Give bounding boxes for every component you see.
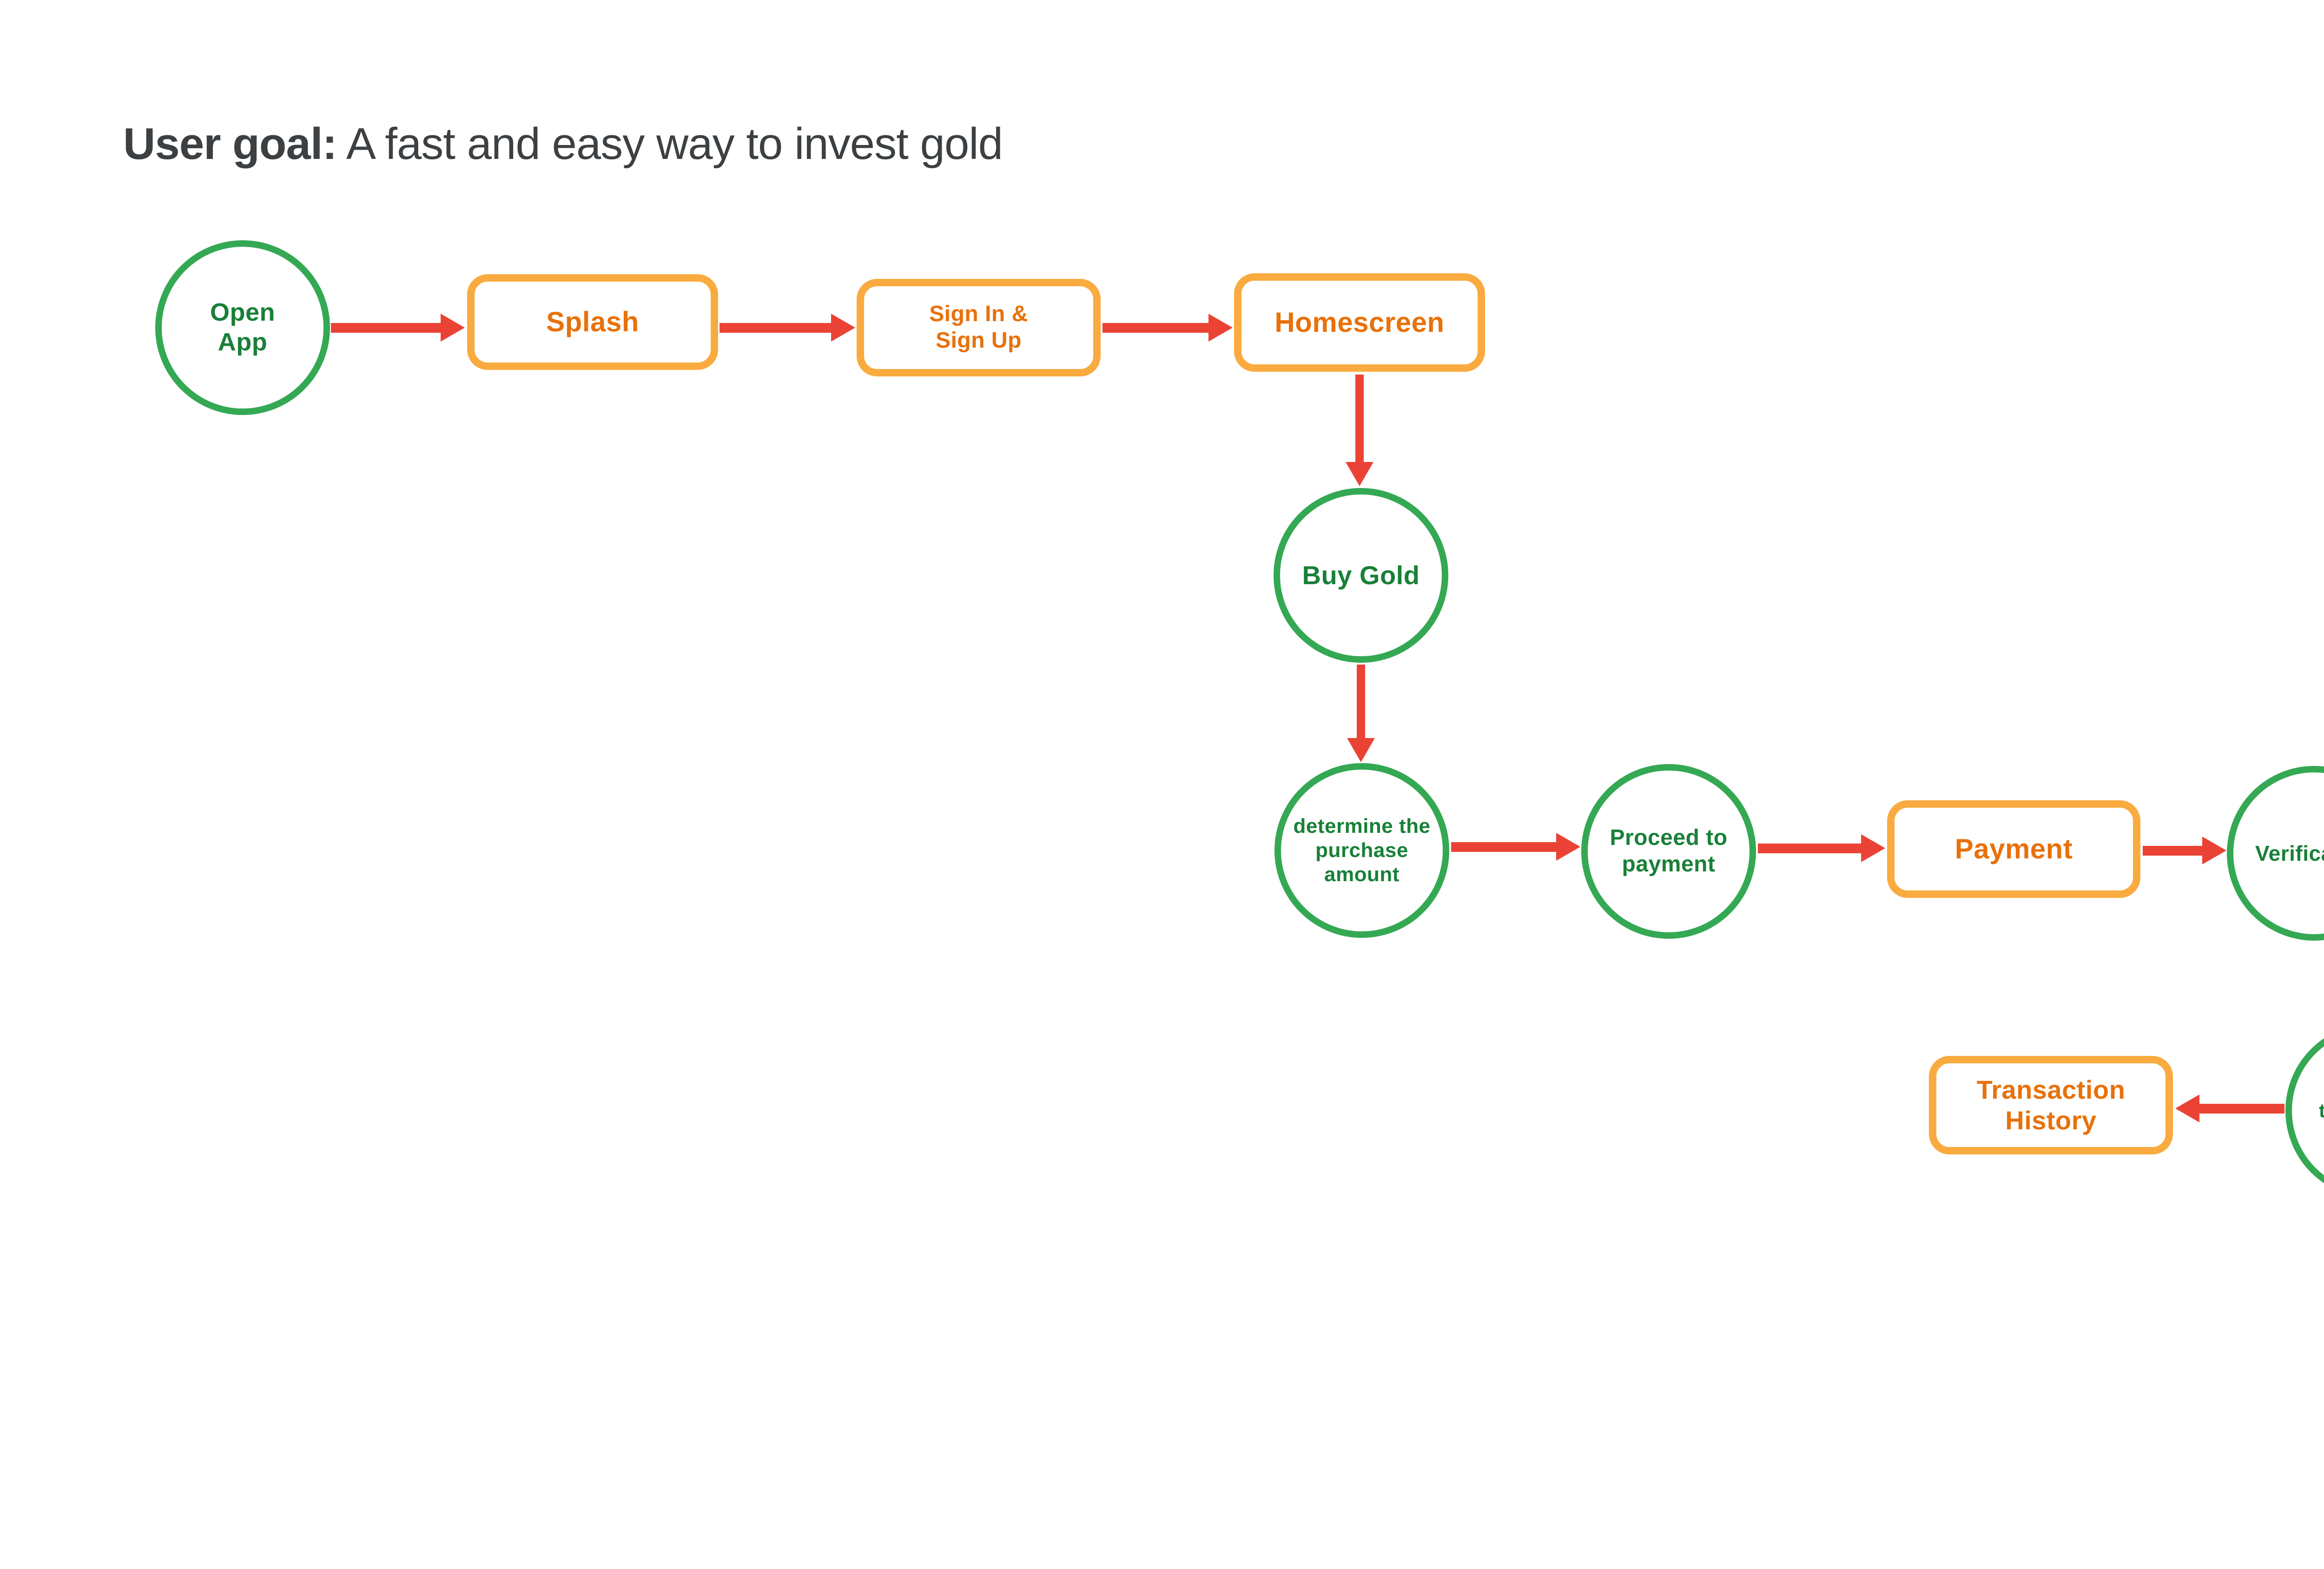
node-proceed-to-payment: Proceed to payment: [1581, 764, 1756, 939]
arrowhead-right-icon: [1208, 314, 1233, 342]
arrow-shaft: [1451, 842, 1560, 852]
arrowhead-right-icon: [831, 314, 855, 342]
node-determine-purchase-amount-label: determine the purchase amount: [1293, 815, 1431, 886]
node-payment-label: Payment: [1954, 833, 2073, 864]
arrow-shaft: [1103, 323, 1212, 333]
node-open-app: Open App: [155, 240, 330, 415]
arrow-shaft: [1357, 665, 1365, 742]
arrow-payment-to-verification: [2143, 837, 2226, 864]
node-see-transaction-history: See transaction history: [2285, 1023, 2324, 1198]
node-verification: Verification: [2227, 766, 2324, 941]
node-sign-in-sign-up: Sign In & Sign Up: [857, 279, 1101, 376]
node-homescreen-label: Homescreen: [1274, 306, 1445, 338]
node-payment: Payment: [1887, 800, 2140, 898]
node-transaction-history: Transaction History: [1929, 1056, 2173, 1154]
arrow-open-app-to-splash: [331, 314, 465, 342]
user-goal-label: User goal:: [123, 119, 337, 169]
node-splash: Splash: [467, 274, 718, 370]
user-goal-text: A fast and easy way to invest gold: [337, 119, 1003, 169]
page-title: User goal: A fast and easy way to invest…: [123, 119, 1003, 170]
arrowhead-left-icon: [2175, 1094, 2199, 1122]
node-proceed-to-payment-label: Proceed to payment: [1610, 825, 1728, 877]
node-buy-gold-label: Buy Gold: [1302, 560, 1420, 590]
node-determine-purchase-amount: determine the purchase amount: [1274, 763, 1449, 938]
arrow-signin-to-homescreen: [1103, 314, 1233, 342]
arrow-shaft: [720, 323, 835, 333]
node-splash-label: Splash: [546, 306, 639, 337]
arrow-shaft: [1355, 375, 1364, 466]
arrow-shaft: [2143, 846, 2206, 856]
arrowhead-down-icon: [1347, 738, 1375, 762]
arrow-shaft: [1758, 844, 1865, 853]
arrow-determine-to-proceed: [1451, 833, 1580, 861]
node-homescreen: Homescreen: [1234, 273, 1485, 372]
arrowhead-down-icon: [1346, 462, 1373, 486]
arrow-see-history-to-transaction-history: [2175, 1094, 2284, 1122]
arrowhead-right-icon: [2202, 837, 2226, 864]
arrow-homescreen-to-buy-gold: [1346, 375, 1373, 486]
arrow-shaft: [331, 323, 444, 333]
arrow-shaft: [2196, 1104, 2284, 1114]
node-open-app-label: Open App: [210, 298, 275, 356]
node-sign-in-sign-up-label: Sign In & Sign Up: [929, 302, 1028, 353]
arrowhead-right-icon: [1556, 833, 1580, 861]
arrowhead-right-icon: [441, 314, 465, 342]
arrowhead-right-icon: [1861, 834, 1885, 862]
arrow-splash-to-signin: [720, 314, 855, 342]
node-verification-label: Verification: [2255, 841, 2324, 865]
node-see-transaction-history-label: See transaction history: [2319, 1100, 2324, 1122]
arrow-proceed-to-payment-box: [1758, 834, 1885, 862]
node-buy-gold: Buy Gold: [1274, 488, 1448, 663]
node-transaction-history-label: Transaction History: [1976, 1075, 2126, 1135]
arrow-buy-gold-to-determine: [1347, 665, 1375, 762]
